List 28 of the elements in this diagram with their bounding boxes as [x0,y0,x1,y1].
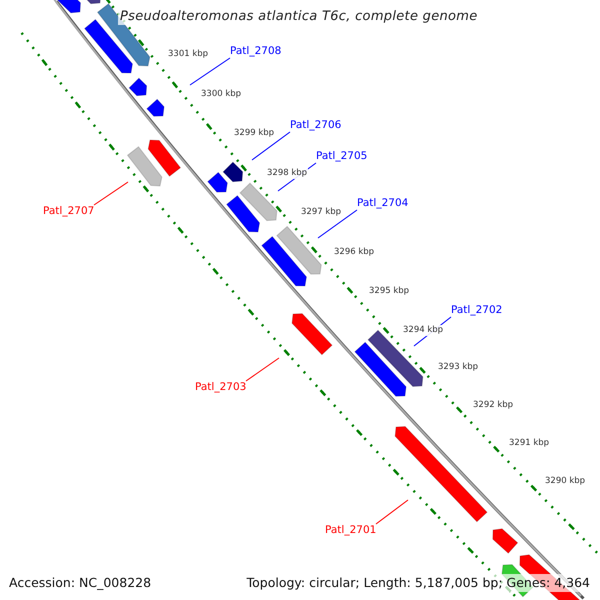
position-label: 3300 kbp [200,89,242,100]
position-label: 3296 kbp [333,247,376,258]
position-label: 3290 kbp [544,476,586,487]
gene-label: Patl_2707 [43,205,94,218]
position-label: 3301 kbp [167,49,210,60]
gene-label: Patl_2701 [325,524,376,537]
gene-label: Patl_2703 [195,381,246,394]
leader-line [94,182,128,206]
leader-line [246,358,280,382]
position-label: 3297 kbp [300,207,342,218]
gene-label: Patl_2706 [290,119,342,132]
position-label: 3299 kbp [233,128,276,139]
gene-label: Patl_2702 [451,304,502,317]
gene-label: Patl_2708 [230,45,282,58]
position-label: 3298 kbp [266,168,308,179]
position-label: 3291 kbp [508,438,550,449]
leader-line [318,210,358,238]
gene-label: Patl_2705 [316,150,368,163]
footer-text: Topology: circular; Length: 5,187,005 bp; Genes: 4,364 [244,574,592,592]
position-label: 3293 kbp [437,362,480,373]
title: Pseudoalteromonas atlantica T6c, complete genome [118,8,480,25]
position-label: 3295 kbp [368,286,410,297]
gene-label: Patl_2704 [357,197,408,210]
leader-line [190,58,230,86]
position-label: 3294 kbp [402,325,444,336]
leader-line [252,132,290,160]
position-label: 3292 kbp [472,400,514,411]
leader-line [376,500,408,524]
